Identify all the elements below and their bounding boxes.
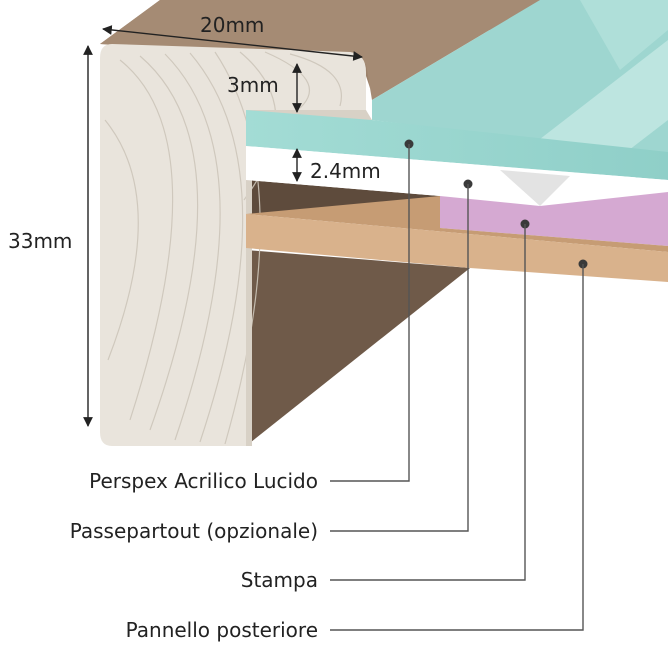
width-dimension-label: 20mm	[200, 13, 264, 37]
backboard-top-edge	[246, 196, 668, 252]
frame-inner-wall	[246, 250, 470, 446]
height-dimension-label: 33mm	[8, 229, 72, 253]
perspex-layer	[246, 110, 668, 180]
legend-label-print: Stampa	[241, 568, 318, 592]
mount-layer	[246, 146, 668, 206]
rebate-dimension-label: 3mm	[227, 73, 279, 97]
leader-print	[330, 219, 530, 581]
legend-label-mount: Passepartout (opzionale)	[70, 519, 318, 543]
backboard-layer	[246, 214, 668, 282]
legend-label-perspex: Perspex Acrilico Lucido	[89, 469, 318, 493]
leader-backboard	[330, 259, 588, 631]
perspex-highlight-2	[580, 0, 668, 70]
leader-perspex	[330, 139, 414, 482]
leader-mount	[330, 179, 473, 532]
mount-bevel	[500, 170, 570, 206]
frame-front-face	[100, 44, 366, 446]
mount-dimension-label: 2.4mm	[310, 159, 381, 183]
legend-label-backboard: Pannello posteriore	[126, 618, 318, 642]
width-dimension-line	[102, 25, 363, 61]
